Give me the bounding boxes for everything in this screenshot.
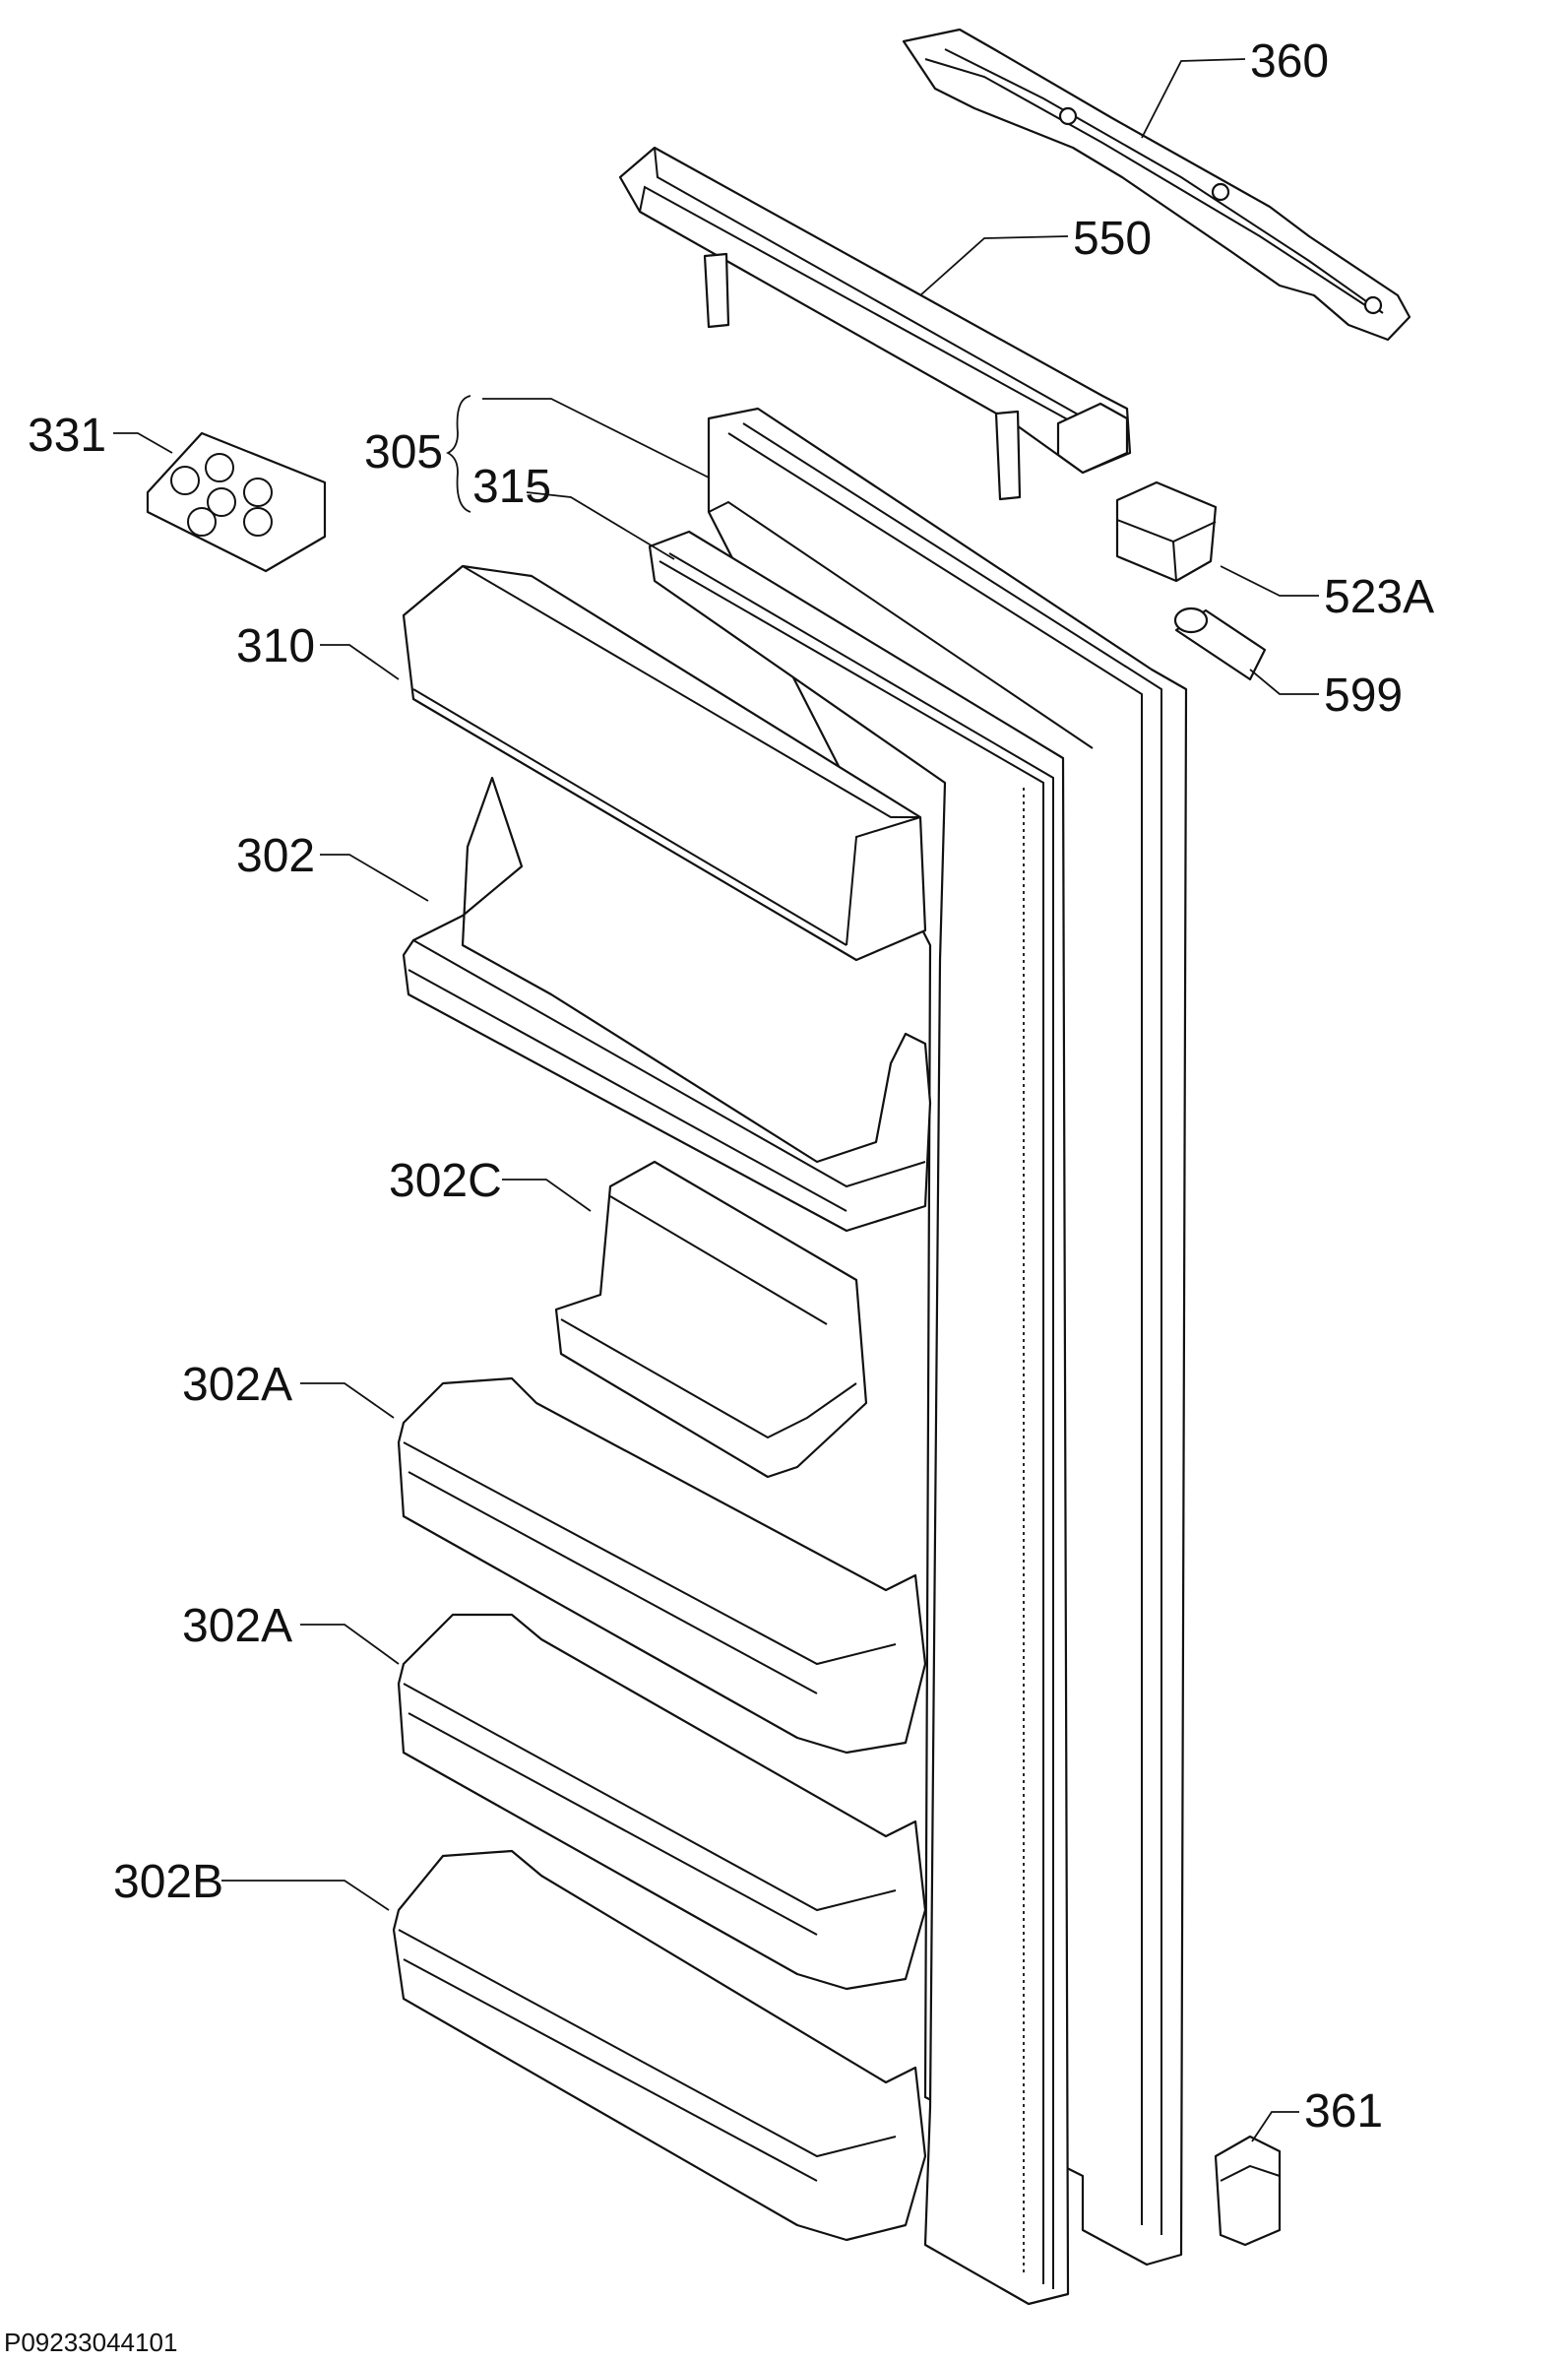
- leader-lines: [113, 58, 1319, 2142]
- label-315: 315: [472, 461, 551, 513]
- part-302b-door-bin: [392, 1849, 927, 2242]
- label-302: 302: [236, 830, 315, 882]
- label-302b: 302B: [113, 1856, 223, 1908]
- label-310: 310: [236, 620, 315, 672]
- label-523a: 523A: [1324, 571, 1434, 623]
- part-599-pin: [1173, 607, 1267, 681]
- part-550-top-rail: [618, 146, 1132, 501]
- part-310-dairy-cover: [402, 564, 927, 962]
- part-302a-door-bin-2: [397, 1613, 927, 1991]
- label-302c: 302C: [389, 1155, 502, 1207]
- part-523a-hinge-block: [1115, 480, 1218, 583]
- label-599: 599: [1324, 670, 1403, 722]
- part-labels: 360 550 331 305 315 523A 310 599 302 302…: [4, 35, 1434, 2357]
- part-302-door-shelf: [402, 776, 932, 1233]
- part-302a-door-bin-1: [397, 1376, 927, 1755]
- label-305: 305: [364, 426, 443, 479]
- part-331-egg-tray: [146, 431, 327, 573]
- part-360-hinge-bracket: [902, 28, 1411, 342]
- label-302a-1: 302A: [182, 1359, 292, 1411]
- label-361: 361: [1304, 2085, 1383, 2138]
- label-360: 360: [1250, 35, 1329, 88]
- part-361-clip: [1214, 2135, 1282, 2247]
- part-302c-small-shelf: [554, 1160, 868, 1479]
- label-550: 550: [1073, 213, 1152, 265]
- part-315-door-gasket: [648, 530, 1070, 2306]
- label-331: 331: [28, 410, 106, 462]
- diagram-reference: P09233044101: [4, 2328, 177, 2357]
- label-302a-2: 302A: [182, 1600, 292, 1652]
